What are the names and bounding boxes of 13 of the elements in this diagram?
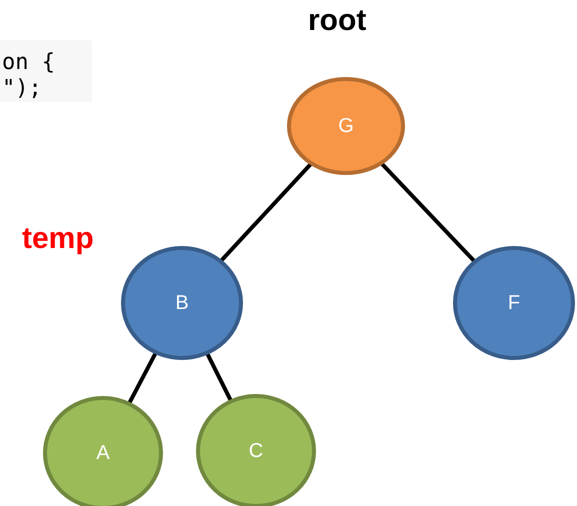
node-label: G	[338, 114, 354, 138]
pointer-label: root	[308, 4, 366, 38]
tree-edge	[380, 162, 476, 264]
node-label: B	[175, 292, 189, 314]
tree-edge	[127, 351, 158, 405]
code-text: on {	[2, 50, 55, 75]
node-label: A	[96, 442, 110, 464]
tree-edge	[205, 352, 233, 402]
node-label: C	[248, 440, 264, 462]
node-label: F	[508, 292, 520, 314]
tree-edge	[219, 162, 313, 263]
code-text: ");	[2, 76, 42, 101]
pointer-label: temp	[22, 222, 94, 256]
